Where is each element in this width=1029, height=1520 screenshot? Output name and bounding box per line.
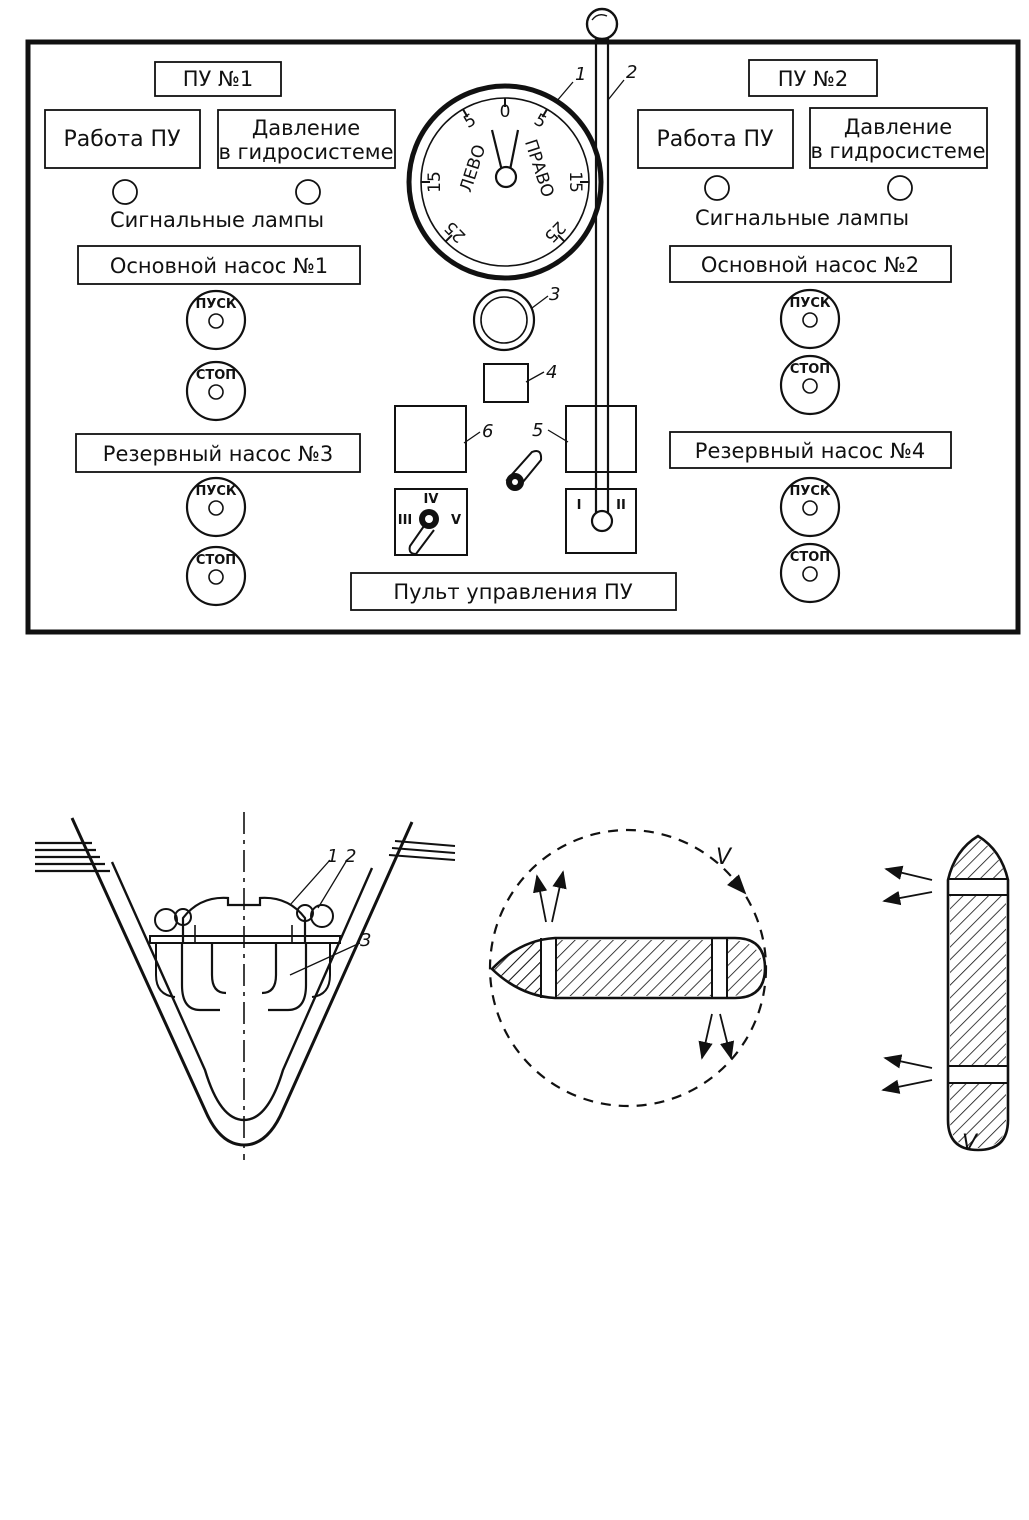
signal-lamp-pressure-2 [887, 175, 913, 201]
signal-lamp-pressure-1 [295, 179, 321, 205]
dial-tick-label: 0 [500, 102, 511, 122]
main-pump-2-box [669, 245, 952, 283]
work-pu-1-indicator [44, 109, 201, 169]
selector-i: I [577, 498, 582, 513]
selector-iii: III [398, 513, 413, 528]
control-panel: ПУ №1 Работа ПУ Давление в гидросистеме … [25, 7, 1021, 635]
reserve-pump-3-box [75, 433, 361, 473]
work-pu-1-label: Работа ПУ [63, 127, 181, 152]
console-title: Пульт управления ПУ [393, 580, 632, 604]
selector-iv: IV [424, 492, 439, 507]
dial-tick-mark [462, 108, 469, 118]
selector-ii: II [616, 498, 626, 513]
rotation-diagram: V [488, 828, 768, 1108]
stop-label: СТОП [196, 368, 236, 383]
start-button-pump-1[interactable]: ПУСК [185, 289, 247, 351]
signal-lamps-label-2: Сигнальные лампы [695, 206, 909, 230]
callout-3: 3 [549, 284, 560, 305]
pressure-2-indicator [809, 107, 988, 169]
start-button-pump-4[interactable]: ПУСК [779, 476, 841, 538]
dial-tick-mark [541, 108, 548, 118]
reserve-pump-4-box [669, 431, 952, 469]
hull-callout-2: 2 [345, 846, 356, 867]
dial-right-label: ПРАВО [520, 137, 557, 200]
main-pump-1-box [77, 245, 361, 285]
dial-tick-label: 15 [425, 171, 445, 193]
signal-lamps-label-1: Сигнальные лампы [110, 208, 324, 232]
mode-selector-switch[interactable]: IV III V [394, 488, 468, 556]
reserve-pump-3-label: Резервный насос №3 [103, 442, 333, 466]
callout-1: 1 [575, 64, 586, 85]
callout-5: 5 [532, 420, 543, 441]
pu2-title: ПУ №2 [778, 67, 848, 91]
dial-tick-label: 5 [460, 110, 479, 133]
hull-callout-3: 3 [360, 930, 371, 951]
indicator-lamp-3 [472, 288, 536, 352]
dial-tick-mark [557, 234, 566, 243]
callout-2: 2 [626, 62, 637, 83]
pu1-title-box [154, 61, 282, 97]
rotation-speed-label: V [716, 845, 733, 870]
start-button-pump-2[interactable]: ПУСК [779, 288, 841, 350]
indicator-4 [483, 363, 529, 403]
toggle-switch-center[interactable] [505, 450, 543, 491]
steering-lever[interactable] [585, 7, 619, 533]
main-pump-2-label: Основной насос №2 [701, 253, 919, 277]
translation-speed-label: V [962, 1131, 979, 1156]
pressure-2-line1: Давление [844, 115, 952, 139]
dial-left-label: ЛЕВО [456, 142, 490, 194]
post-selector-switch[interactable]: I II [565, 488, 637, 554]
stop-button-pump-2[interactable]: СТОП [779, 354, 841, 416]
dial-hub [494, 165, 518, 189]
start-label: ПУСК [789, 484, 830, 499]
stop-label: СТОП [790, 550, 830, 565]
work-pu-2-indicator [637, 109, 794, 169]
pressure-1-line2: в гидросистеме [218, 140, 393, 164]
dial-tick-label: 5 [530, 110, 549, 133]
start-button-pump-3[interactable]: ПУСК [185, 476, 247, 538]
selector-v: V [451, 513, 461, 528]
main-pump-1-label: Основной насос №1 [110, 254, 328, 278]
reserve-pump-4-label: Резервный насос №4 [695, 439, 925, 463]
start-label: ПУСК [789, 296, 830, 311]
console-title-box [350, 572, 677, 611]
hull-callout-1: 1 [327, 846, 338, 867]
pressure-1-indicator [217, 109, 396, 169]
start-label: ПУСК [195, 297, 236, 312]
callout-6: 6 [482, 421, 493, 442]
indicator-6 [394, 405, 467, 473]
signal-lamp-work-1 [112, 179, 138, 205]
stop-button-pump-3[interactable]: СТОП [185, 545, 247, 607]
start-label: ПУСК [195, 484, 236, 499]
pu2-title-box [748, 59, 878, 97]
panel-frame [25, 39, 1021, 635]
stop-label: СТОП [790, 362, 830, 377]
pu1-title: ПУ №1 [183, 67, 253, 91]
stop-button-pump-4[interactable]: СТОП [779, 542, 841, 604]
dial-tick-label: 15 [565, 171, 585, 193]
dial-tick-mark [444, 234, 453, 243]
pressure-2-line2: в гидросистеме [810, 139, 985, 163]
work-pu-2-label: Работа ПУ [656, 127, 774, 152]
pressure-1-line1: Давление [252, 116, 360, 140]
hull-cross-section: 1 2 3 [35, 812, 456, 1160]
stop-button-pump-1[interactable]: СТОП [185, 360, 247, 422]
stop-label: СТОП [196, 553, 236, 568]
translation-diagram: V [881, 834, 1010, 1156]
signal-lamp-work-2 [704, 175, 730, 201]
callout-4: 4 [546, 362, 557, 383]
indicator-5 [565, 405, 637, 473]
